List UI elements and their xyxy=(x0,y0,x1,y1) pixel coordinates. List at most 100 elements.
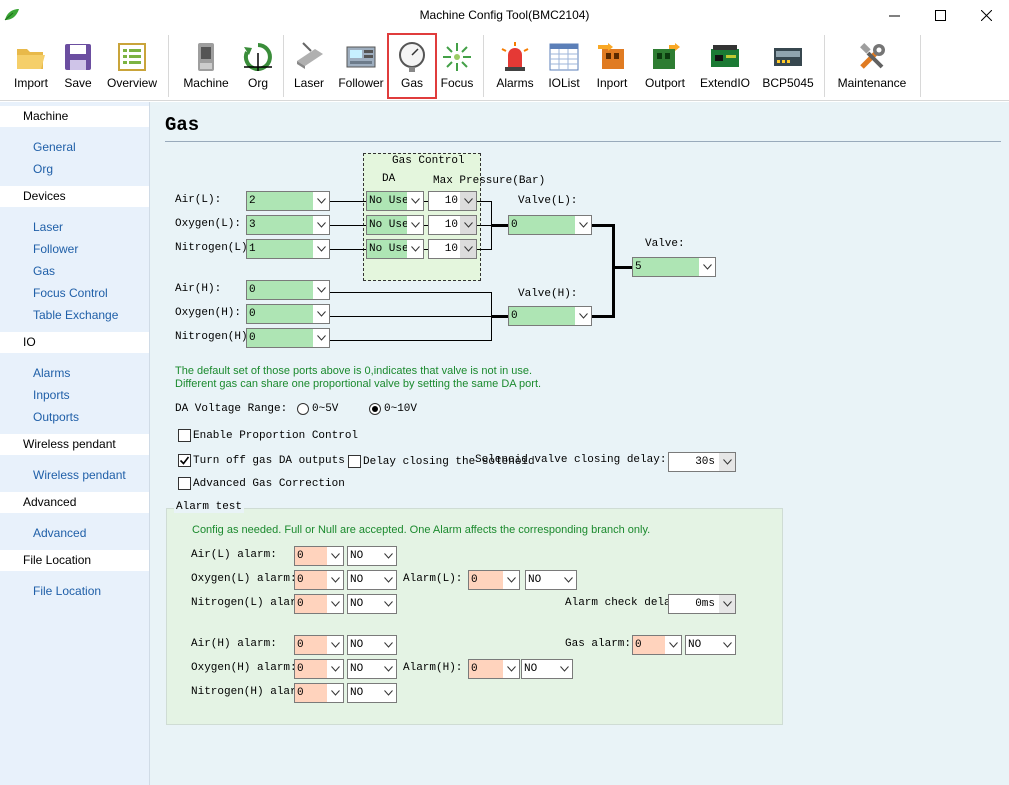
gas-alarm-port-select[interactable]: 0 xyxy=(632,635,682,655)
sidebar-item-follower[interactable]: Follower xyxy=(33,242,79,256)
toolbar-follower[interactable]: Follower xyxy=(335,37,387,97)
air-l-alarm-mode-select[interactable]: NO xyxy=(347,546,397,566)
toolbar-extendio[interactable]: ExtendIO xyxy=(698,37,752,97)
air-l-port-select[interactable]: 2 xyxy=(246,191,330,211)
minimize-button[interactable] xyxy=(871,0,917,31)
oxygen-h-port-select[interactable]: 0 xyxy=(246,304,330,324)
sidebar-item-outports[interactable]: Outports xyxy=(33,410,80,424)
sidebar-item-table-exchange[interactable]: Table Exchange xyxy=(33,308,119,322)
toolbar-focus[interactable]: Focus xyxy=(439,37,475,97)
toolbar-bcp5045[interactable]: BCP5045 xyxy=(760,37,816,97)
overview-icon xyxy=(118,43,146,71)
window-title: Machine Config Tool(BMC2104) xyxy=(419,8,590,22)
valve-label: Valve: xyxy=(645,238,685,250)
oxygen-l-alarm-mode-select[interactable]: NO xyxy=(347,570,397,590)
da-header: DA xyxy=(382,173,396,185)
toolbar-org[interactable]: Org xyxy=(240,37,276,97)
alarm-h-port-select[interactable]: 0 xyxy=(468,659,520,679)
sidebar-item-org[interactable]: Org xyxy=(33,162,54,176)
oxygen-l-pressure-select[interactable]: 10 xyxy=(428,215,477,235)
sidebar-group-devices[interactable]: Devices xyxy=(0,186,149,207)
toolbar-inport[interactable]: Inport xyxy=(590,37,634,97)
air-h-port-select[interactable]: 0 xyxy=(246,280,330,300)
nitrogen-h-alarm-mode-select[interactable]: NO xyxy=(347,683,397,703)
chevron-down-icon xyxy=(506,666,516,672)
toolbar-maintenance[interactable]: Maintenance xyxy=(834,37,910,97)
valve-l-select[interactable]: 0 xyxy=(508,215,592,235)
valve-select[interactable]: 5 xyxy=(632,257,716,277)
close-button[interactable] xyxy=(963,0,1009,31)
sidebar-item-gas[interactable]: Gas xyxy=(33,264,56,278)
oxygen-l-da-select[interactable]: No Use xyxy=(366,215,424,235)
air-l-da-select[interactable]: No Use xyxy=(366,191,424,211)
nitrogen-l-port-select[interactable]: 1 xyxy=(246,239,330,259)
alarm-l-mode-select[interactable]: NO xyxy=(525,570,577,590)
advanced-correction-checkbox[interactable] xyxy=(178,477,191,490)
air-h-alarm-label: Air(H) alarm: xyxy=(191,638,277,650)
da-voltage-5v-radio[interactable] xyxy=(297,403,309,415)
gas-alarm-mode-select[interactable]: NO xyxy=(685,635,736,655)
nitrogen-h-alarm-label: Nitrogen(H) alarm xyxy=(191,686,304,698)
inport-icon xyxy=(598,43,624,69)
chevron-down-icon xyxy=(330,690,340,696)
delay-closing-checkbox[interactable] xyxy=(348,455,361,468)
oxygen-h-alarm-port-select[interactable]: 0 xyxy=(294,659,344,679)
sidebar-item-general[interactable]: General xyxy=(33,140,76,154)
maximize-button[interactable] xyxy=(917,0,963,31)
chevron-down-icon xyxy=(559,666,569,672)
toolbar-iolist[interactable]: IOList xyxy=(546,37,582,97)
alarm-check-delay-select[interactable]: 0ms xyxy=(668,594,736,614)
oxygen-l-alarm-port-select[interactable]: 0 xyxy=(294,570,344,590)
sidebar-item-alarms[interactable]: Alarms xyxy=(33,366,71,380)
da-voltage-10v-radio[interactable] xyxy=(369,403,381,415)
sidebar-group-advanced[interactable]: Advanced xyxy=(0,492,149,513)
toolbar-overview[interactable]: Overview xyxy=(104,37,160,97)
toolbar-laser-label: Laser xyxy=(293,76,325,90)
toolbar-gas[interactable]: Gas xyxy=(387,33,437,99)
solenoid-delay-select[interactable]: 30s xyxy=(668,452,736,472)
toolbar-outport[interactable]: Outport xyxy=(640,37,690,97)
sidebar-item-file-location[interactable]: File Location xyxy=(33,584,102,598)
gas-alarm-label: Gas alarm: xyxy=(565,638,632,650)
sidebar-item-focus-control[interactable]: Focus Control xyxy=(33,286,108,300)
oxygen-h-alarm-mode-select[interactable]: NO xyxy=(347,659,397,679)
sidebar-group-file-location[interactable]: File Location xyxy=(0,550,149,571)
nitrogen-l-pressure-select[interactable]: 10 xyxy=(428,239,477,259)
max-pressure-header: Max Pressure(Bar) xyxy=(433,175,546,187)
valve-h-select[interactable]: 0 xyxy=(508,306,592,326)
air-l-alarm-port-select[interactable]: 0 xyxy=(294,546,344,566)
sidebar-group-wireless-pendant[interactable]: Wireless pendant xyxy=(0,434,149,455)
sidebar-group-machine[interactable]: Machine xyxy=(0,106,149,127)
toolbar-save[interactable]: Save xyxy=(56,37,100,97)
alarm-l-port-select[interactable]: 0 xyxy=(468,570,520,590)
sidebar-item-wireless-pendant[interactable]: Wireless pendant xyxy=(33,468,126,482)
nitrogen-l-da-select[interactable]: No Use xyxy=(366,239,424,259)
turn-off-da-checkbox[interactable] xyxy=(178,454,191,467)
toolbar-iolist-label: IOList xyxy=(548,76,580,90)
toolbar-import[interactable]: Import xyxy=(8,37,54,97)
alarm-h-mode-select[interactable]: NO xyxy=(521,659,573,679)
nitrogen-h-alarm-port-select[interactable]: 0 xyxy=(294,683,344,703)
toolbar-focus-label: Focus xyxy=(440,76,474,90)
air-h-alarm-port-select[interactable]: 0 xyxy=(294,635,344,655)
enable-proportion-checkbox[interactable] xyxy=(178,429,191,442)
toolbar-machine[interactable]: Machine xyxy=(180,37,232,97)
oxygen-l-port-select[interactable]: 3 xyxy=(246,215,330,235)
nitrogen-l-alarm-mode-select[interactable]: NO xyxy=(347,594,397,614)
sidebar-item-inports[interactable]: Inports xyxy=(33,388,70,402)
air-l-pressure-select[interactable]: 10 xyxy=(428,191,477,211)
nitrogen-l-alarm-port-select[interactable]: 0 xyxy=(294,594,344,614)
chevron-down-icon xyxy=(330,577,340,583)
nitrogen-h-port-select[interactable]: 0 xyxy=(246,328,330,348)
air-h-alarm-mode-select[interactable]: NO xyxy=(347,635,397,655)
connector-line xyxy=(612,266,632,269)
sidebar-item-advanced[interactable]: Advanced xyxy=(33,526,87,540)
chevron-down-icon xyxy=(578,222,588,228)
air-l-label: Air(L): xyxy=(175,194,222,206)
toolbar-alarms[interactable]: Alarms xyxy=(492,37,538,97)
enable-proportion-label: Enable Proportion Control xyxy=(193,430,359,442)
connector-line xyxy=(330,292,491,293)
sidebar-item-laser[interactable]: Laser xyxy=(33,220,64,234)
toolbar-laser[interactable]: Laser xyxy=(290,37,328,97)
sidebar-group-io[interactable]: IO xyxy=(0,332,149,353)
